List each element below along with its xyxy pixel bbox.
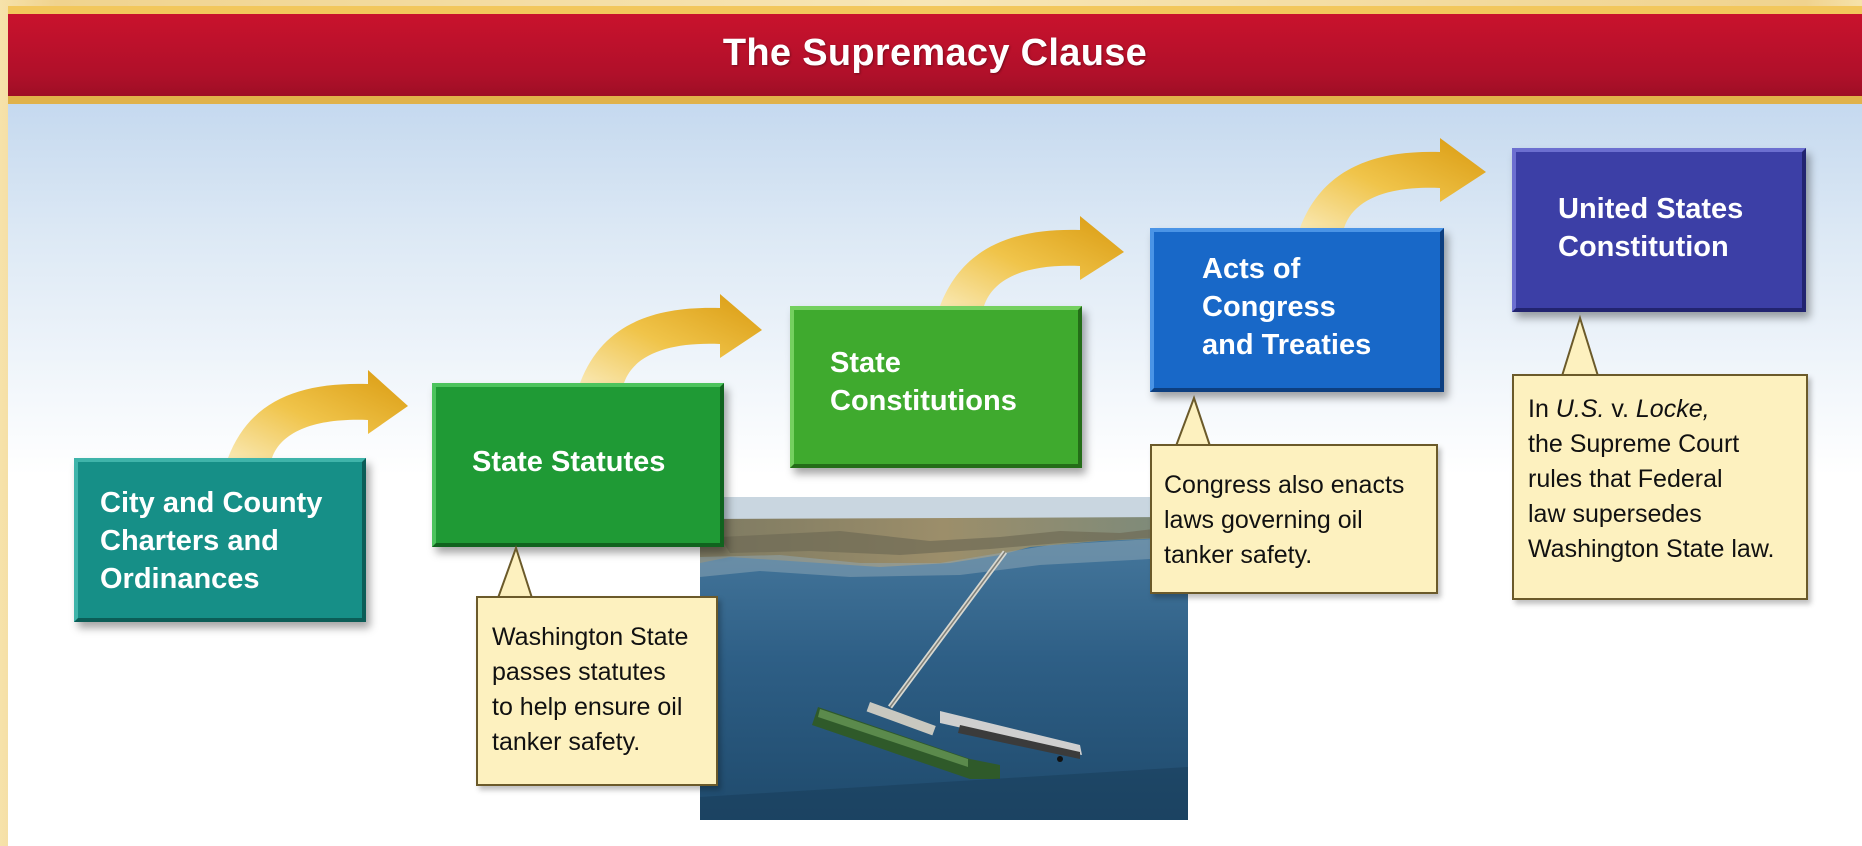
callout-line: Congress also enacts [1164, 471, 1405, 499]
callout-pointer [497, 544, 533, 599]
callout-line: rules that Federal [1528, 465, 1723, 493]
callout-line: the Supreme Court [1528, 430, 1740, 458]
level-state-statutes: State Statutes [432, 383, 724, 547]
callout-line: passes statutes [492, 658, 666, 686]
callout-us-v-locke: In U.S. v. Locke, the Supreme Court rule… [1512, 374, 1808, 600]
level-label-line: Acts of [1202, 253, 1301, 285]
level-label-line: State Statutes [472, 446, 666, 478]
callout-line: In U.S. v. Locke, [1528, 392, 1806, 427]
callout-line: Washington State law. [1528, 535, 1775, 563]
level-label-line: Constitutions [830, 385, 1017, 417]
title-banner: The Supremacy Clause [8, 6, 1862, 104]
curved-arrow-icon [580, 294, 762, 383]
case-party: Locke, [1635, 395, 1710, 423]
curved-arrow-icon [228, 370, 408, 458]
level-label-line: and Treaties [1202, 329, 1372, 361]
callout-pointer [1561, 314, 1599, 377]
level-label-line: Congress [1202, 291, 1336, 323]
level-state-constitutions: State Constitutions [790, 306, 1082, 468]
curved-arrow-icon [940, 216, 1124, 306]
case-party: U.S. [1555, 395, 1605, 423]
level-label-line: Ordinances [100, 563, 260, 595]
callout-line: tanker safety. [492, 728, 641, 756]
callout-pointer [1175, 395, 1211, 447]
level-label-line: Charters and [100, 525, 279, 557]
level-label-line: City and County [100, 487, 323, 519]
level-label-line: United States [1558, 193, 1744, 225]
level-label-line: Constitution [1558, 231, 1729, 263]
page-title: The Supremacy Clause [722, 32, 1148, 74]
callout-line: law supersedes [1528, 500, 1702, 528]
callout-congress-enacts: Congress also enacts laws governing oil … [1150, 444, 1438, 594]
callout-line: tanker safety. [1164, 541, 1313, 569]
oil-tanker-photo [700, 497, 1188, 820]
level-label-line: State [830, 347, 901, 379]
callout-line: to help ensure oil [492, 693, 683, 721]
callout-text: v. [1604, 395, 1636, 423]
curved-arrow-icon [1300, 138, 1486, 228]
callout-text: In [1528, 395, 1556, 423]
level-us-constitution: United States Constitution [1512, 148, 1806, 312]
callout-line: laws governing oil [1164, 506, 1363, 534]
callout-line: Washington State [492, 623, 689, 651]
level-acts-of-congress: Acts of Congress and Treaties [1150, 228, 1444, 392]
level-city-county-charters: City and County Charters and Ordinances [74, 458, 366, 622]
callout-washington-statutes: Washington State passes statutes to help… [476, 596, 718, 786]
